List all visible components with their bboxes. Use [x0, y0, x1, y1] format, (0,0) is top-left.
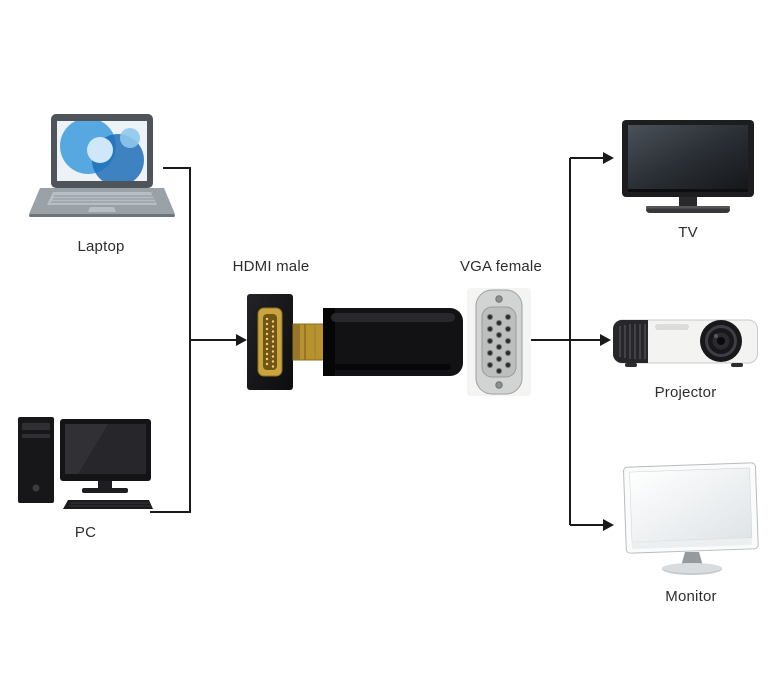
- vga-female-connector-icon: [467, 288, 531, 396]
- arrowhead-monitor: [603, 519, 614, 531]
- projector-label: Projector: [654, 384, 717, 401]
- output-tv: TV: [622, 120, 754, 241]
- monitor-icon: [623, 462, 759, 575]
- pc-label: PC: [74, 524, 97, 541]
- arrowhead-adapter: [236, 334, 247, 346]
- pc-icon: [18, 417, 153, 509]
- vga-female-connector: [467, 288, 531, 396]
- hdmi-male-connector-icon: [247, 294, 293, 390]
- adapter-body: [291, 302, 463, 382]
- laptop-label: Laptop: [77, 238, 125, 255]
- tv-icon: [622, 120, 754, 213]
- adapter-icon: [292, 308, 463, 376]
- laptop-icon: [29, 114, 175, 217]
- projector-icon: [613, 319, 758, 367]
- arrowhead-projector: [600, 334, 611, 346]
- output-projector: Projector: [613, 312, 758, 401]
- hdmi-male-label: HDMI male: [232, 258, 310, 275]
- source-laptop: Laptop: [26, 112, 176, 255]
- hdmi-male-connector: [247, 294, 293, 390]
- monitor-label: Monitor: [665, 588, 717, 605]
- arrowhead-tv: [603, 152, 614, 164]
- output-monitor: Monitor: [622, 462, 760, 605]
- tv-label: TV: [678, 224, 698, 241]
- vga-female-label: VGA female: [459, 258, 543, 275]
- source-pc: PC: [18, 414, 153, 541]
